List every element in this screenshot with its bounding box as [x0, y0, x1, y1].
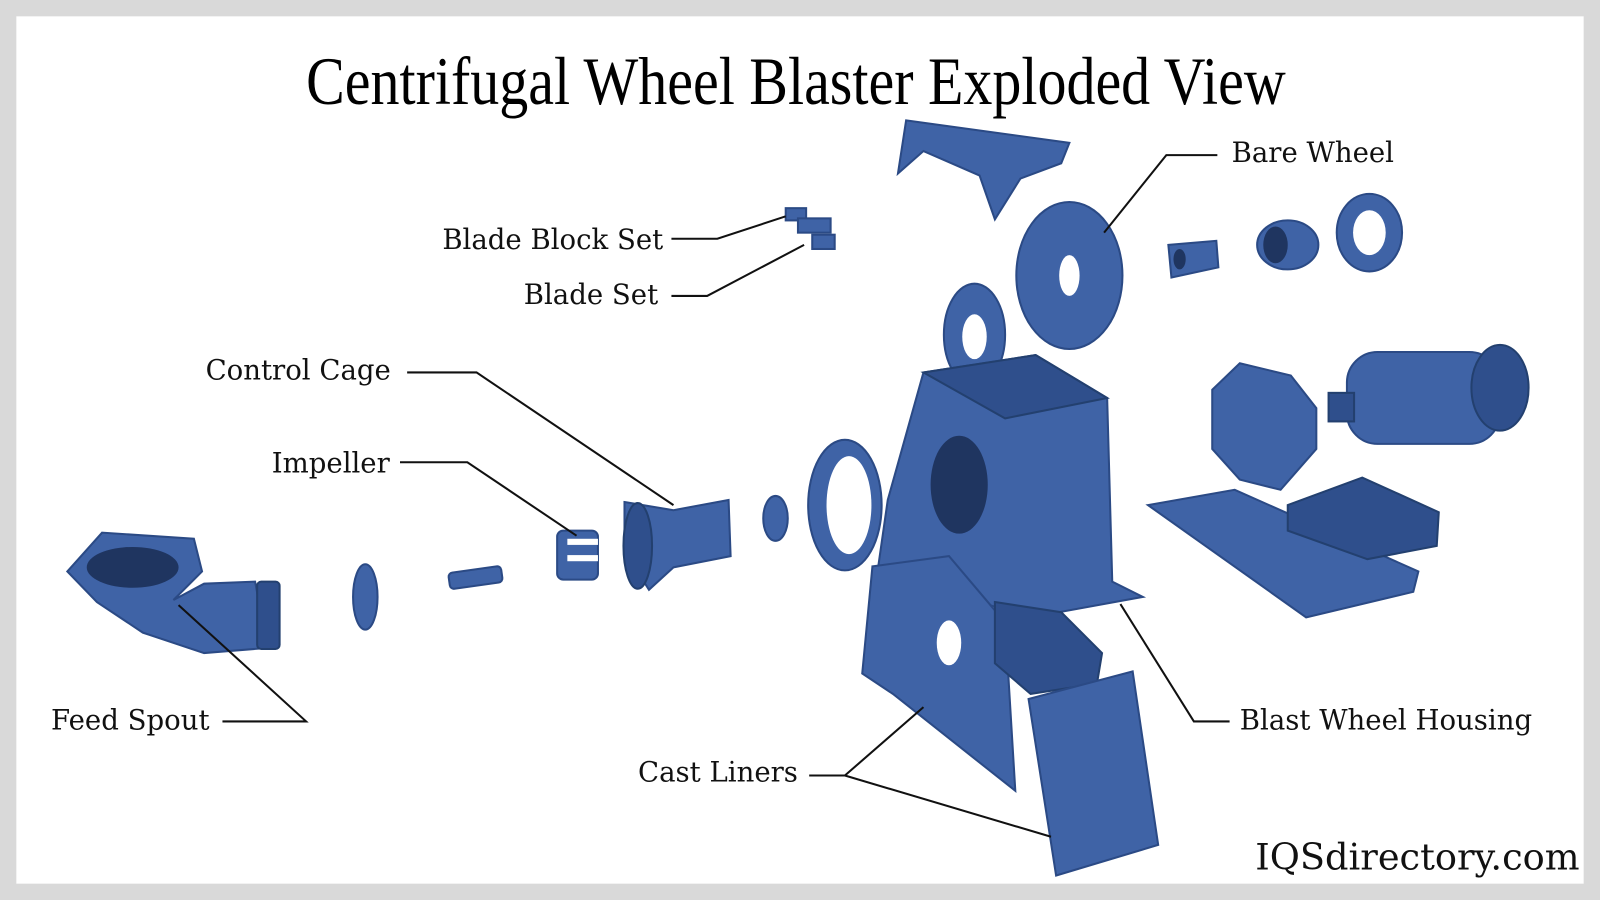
label-cast-liners: Cast Liners: [638, 757, 798, 789]
shaft-part: [447, 565, 504, 590]
side-liner-part: [861, 555, 1104, 794]
leader-blade-set: [671, 243, 805, 297]
label-blade-block-set: Blade Block Set: [442, 224, 663, 256]
blade-block-set-part: [784, 207, 836, 250]
label-bare-wheel: Bare Wheel: [1232, 137, 1394, 169]
ring-part: [352, 563, 379, 631]
brand-watermark: IQSdirectory.com: [1255, 835, 1579, 878]
label-blade-set: Blade Set: [524, 279, 658, 311]
hub-parts: [1167, 192, 1404, 279]
leader-blast-wheel-housing: [1119, 603, 1230, 723]
canvas: [16, 16, 1584, 884]
label-blast-wheel-housing: Blast Wheel Housing: [1240, 705, 1532, 737]
label-control-cage: Control Cage: [206, 355, 391, 387]
leader-feed-spout: [177, 604, 309, 723]
impeller-part: [556, 529, 599, 581]
bare-wheel-part: [1015, 201, 1124, 350]
feed-spout-part: [65, 531, 281, 655]
washer-part: [762, 494, 789, 542]
page-title: Centrifugal Wheel Blaster Exploded View: [306, 44, 1286, 119]
motor-part: [1145, 343, 1530, 619]
leader-control-cage: [407, 371, 675, 506]
top-cover-part: [896, 119, 1071, 222]
cast-liner-plate-part: [1027, 670, 1160, 877]
leader-bare-wheel: [1103, 154, 1218, 234]
label-feed-spout: Feed Spout: [51, 705, 210, 737]
label-impeller: Impeller: [272, 447, 391, 479]
leader-impeller: [400, 461, 578, 537]
liner-ring-part: [807, 438, 883, 572]
leader-cast-liners: [809, 706, 1052, 838]
control-cage-part: [622, 498, 732, 592]
leader-blade-block-set: [671, 215, 787, 240]
housing-part: [876, 354, 1147, 619]
